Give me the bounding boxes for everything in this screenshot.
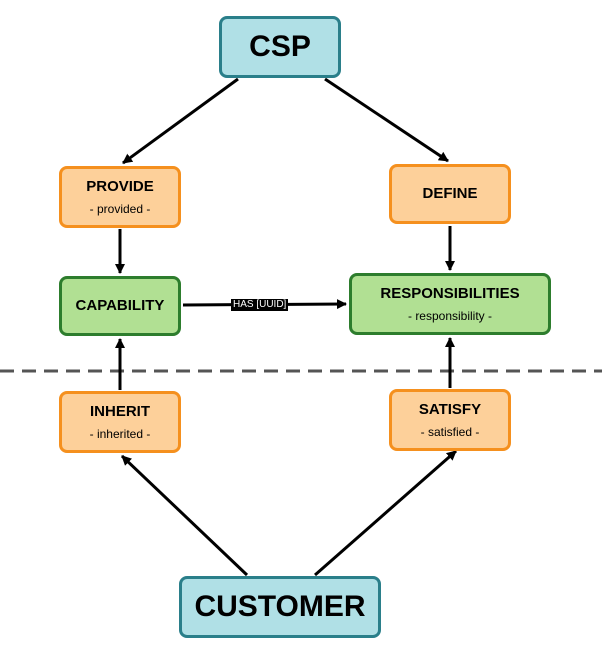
node-customer[interactable]: CUSTOMER	[179, 576, 381, 638]
node-define-title: DEFINE	[422, 185, 478, 203]
node-customer-title: CUSTOMER	[194, 589, 366, 623]
edge-csp-to-define	[324, 77, 449, 163]
node-satisfy-subtitle: - satisfied -	[420, 424, 480, 439]
node-satisfy-title: SATISFY	[418, 401, 482, 419]
node-provide-subtitle: - provided -	[89, 201, 151, 216]
node-provide-title: PROVIDE	[86, 178, 154, 196]
node-capability[interactable]: CAPABILITY	[59, 276, 181, 336]
edge-customer-to-inherit	[120, 454, 249, 577]
node-satisfy[interactable]: SATISFY - satisfied -	[389, 389, 511, 451]
node-csp[interactable]: CSP	[219, 16, 341, 78]
edge-csp-to-provide	[122, 77, 239, 165]
node-capability-title: CAPABILITY	[75, 297, 165, 315]
edge-customer-to-satisfy	[314, 449, 457, 577]
node-csp-title: CSP	[249, 29, 311, 63]
node-inherit-title: INHERIT	[90, 403, 150, 421]
node-inherit[interactable]: INHERIT - inherited -	[59, 391, 181, 453]
node-define[interactable]: DEFINE	[389, 164, 511, 224]
edge-label-has-uuid: HAS [UUID]	[231, 299, 289, 311]
node-responsibilities[interactable]: RESPONSIBILITIES - responsibility -	[349, 273, 551, 335]
node-inherit-subtitle: - inherited -	[89, 426, 151, 441]
node-responsibilities-subtitle: - responsibility -	[407, 308, 493, 323]
edges-layer	[115, 77, 457, 577]
node-provide[interactable]: PROVIDE - provided -	[59, 166, 181, 228]
node-responsibilities-title: RESPONSIBILITIES	[380, 285, 520, 303]
